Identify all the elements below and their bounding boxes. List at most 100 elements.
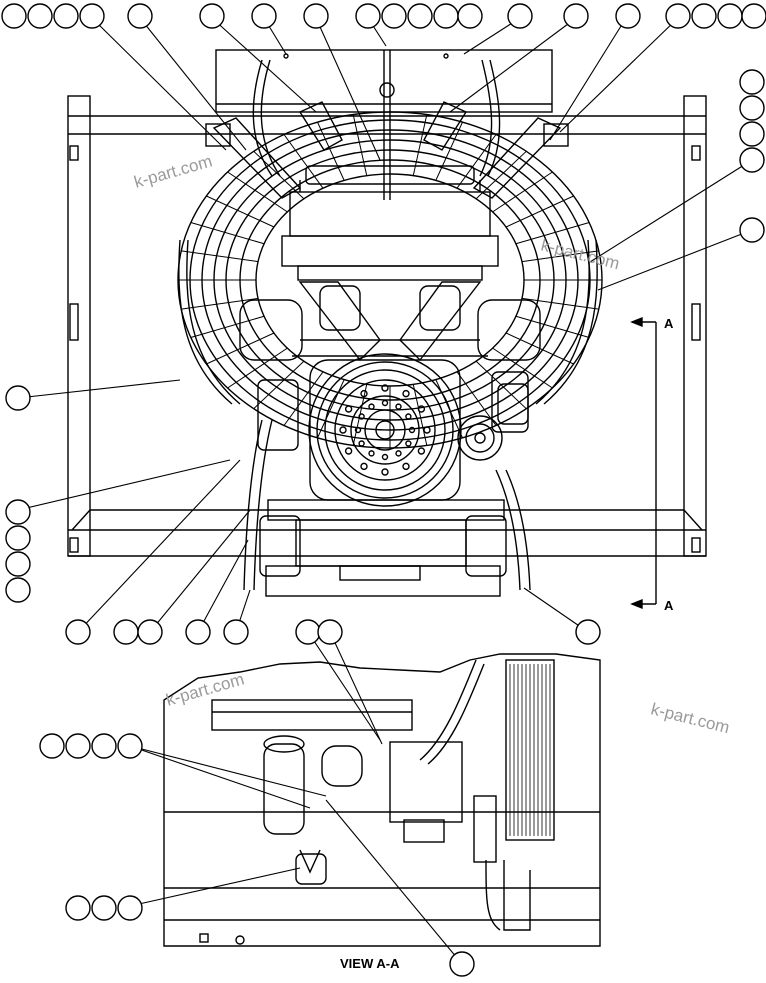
- callout-balloon: [91, 733, 117, 759]
- callout-balloon: [5, 385, 31, 411]
- watermark: k-part.com: [164, 669, 246, 709]
- engine-block: [239, 281, 541, 451]
- fan-spoke: [492, 171, 553, 213]
- callout-balloon: [5, 499, 31, 525]
- fan-spoke: [492, 347, 553, 389]
- callout-balloon: [91, 895, 117, 921]
- fan-spoke: [317, 379, 345, 439]
- callout-balloon: [39, 733, 65, 759]
- flywheel-bolt: [344, 447, 353, 455]
- callout-balloon: [117, 895, 143, 921]
- watermark: k-part.com: [649, 699, 732, 737]
- fan-spoke: [283, 371, 324, 426]
- flywheel-bolts: [339, 384, 431, 476]
- callout-balloon: [739, 121, 765, 147]
- hub-bolt: [381, 399, 389, 407]
- callout-balloon: [739, 69, 765, 95]
- fan-spoke: [435, 121, 463, 181]
- fan-spoke: [521, 297, 599, 310]
- callout-balloon: [137, 619, 163, 645]
- callout-balloon: [355, 3, 381, 29]
- hub-bolt: [358, 413, 365, 420]
- callout-balloon: [223, 619, 249, 645]
- view-aa-components: [199, 659, 531, 945]
- flywheel-bolt: [344, 405, 353, 413]
- callout-balloon: [739, 95, 765, 121]
- flywheel-bolt: [360, 389, 368, 398]
- callout-balloon: [407, 3, 433, 29]
- callout-balloon: [5, 577, 31, 603]
- callout-balloon: [739, 147, 765, 173]
- fan-spoke: [181, 250, 259, 263]
- hub-bolt: [405, 413, 412, 420]
- flywheel-bolt: [423, 426, 431, 434]
- view-aa-outline: [163, 653, 601, 947]
- callout-balloon: [665, 3, 691, 29]
- callout-balloon: [739, 217, 765, 243]
- fan-spoke: [227, 171, 288, 213]
- hub-bolt: [405, 440, 412, 447]
- hub-bolt: [368, 403, 375, 410]
- flywheel-bolt: [339, 426, 347, 434]
- callout-balloon: [303, 3, 329, 29]
- fan-spoke: [317, 121, 345, 181]
- callout-balloon: [691, 3, 717, 29]
- fan-spoke: [253, 360, 305, 410]
- callout-balloon: [5, 551, 31, 577]
- alternator-pulley: [457, 415, 503, 461]
- callout-balloon: [79, 3, 105, 29]
- flywheel-bolt: [402, 389, 410, 398]
- fan-spoke: [283, 134, 324, 189]
- fan-spoke: [227, 347, 288, 389]
- callout-balloon: [457, 3, 483, 29]
- callout-balloon: [53, 3, 79, 29]
- fan-spoke: [190, 315, 265, 338]
- callout-balloon: [117, 733, 143, 759]
- callout-balloon: [575, 619, 601, 645]
- fan-spoke: [412, 384, 428, 446]
- section-label-top: A: [664, 316, 674, 331]
- radiator-fins: [509, 664, 551, 836]
- hub-bolt: [408, 426, 416, 434]
- flywheel-bolt: [381, 384, 389, 392]
- skid-frame: [67, 95, 707, 557]
- callout-balloon: [563, 3, 589, 29]
- flywheel-bolt: [360, 462, 368, 471]
- callout-balloon: [317, 619, 343, 645]
- hub-bolt: [395, 450, 402, 457]
- callout-balloon: [615, 3, 641, 29]
- flywheel-bolt: [417, 405, 426, 413]
- tank-pipes: [205, 50, 569, 200]
- callout-balloon: [433, 3, 459, 29]
- callout-balloon: [717, 3, 743, 29]
- fan-spoke: [521, 250, 599, 263]
- callout-balloon: [27, 3, 53, 29]
- radiator-core-side: [505, 659, 555, 841]
- callout-balloon: [1, 3, 27, 29]
- callout-balloon: [295, 619, 321, 645]
- callout-balloon: [65, 733, 91, 759]
- fan-spoke: [181, 297, 259, 310]
- flywheel-bolt: [417, 447, 426, 455]
- side-hoses: [178, 239, 598, 591]
- section-label-bottom: A: [664, 598, 674, 613]
- callout-balloon: [65, 619, 91, 645]
- engine-base: [259, 499, 507, 597]
- callout-balloons: [1, 3, 766, 977]
- callout-balloon: [185, 619, 211, 645]
- hub-bolt: [354, 426, 362, 434]
- callout-balloon: [199, 3, 225, 29]
- flywheel-bolt: [402, 462, 410, 471]
- fan-spoke: [515, 315, 590, 338]
- callout-balloon: [449, 951, 475, 977]
- callout-balloon: [5, 525, 31, 551]
- hub-bolt: [395, 403, 402, 410]
- hub-bolt: [368, 450, 375, 457]
- hub-bolt: [381, 453, 389, 461]
- flywheel-bolt: [381, 468, 389, 476]
- fan-spoke: [505, 195, 574, 228]
- callout-balloon: [507, 3, 533, 29]
- view-caption: VIEW A-A: [340, 956, 400, 971]
- callout-balloon: [65, 895, 91, 921]
